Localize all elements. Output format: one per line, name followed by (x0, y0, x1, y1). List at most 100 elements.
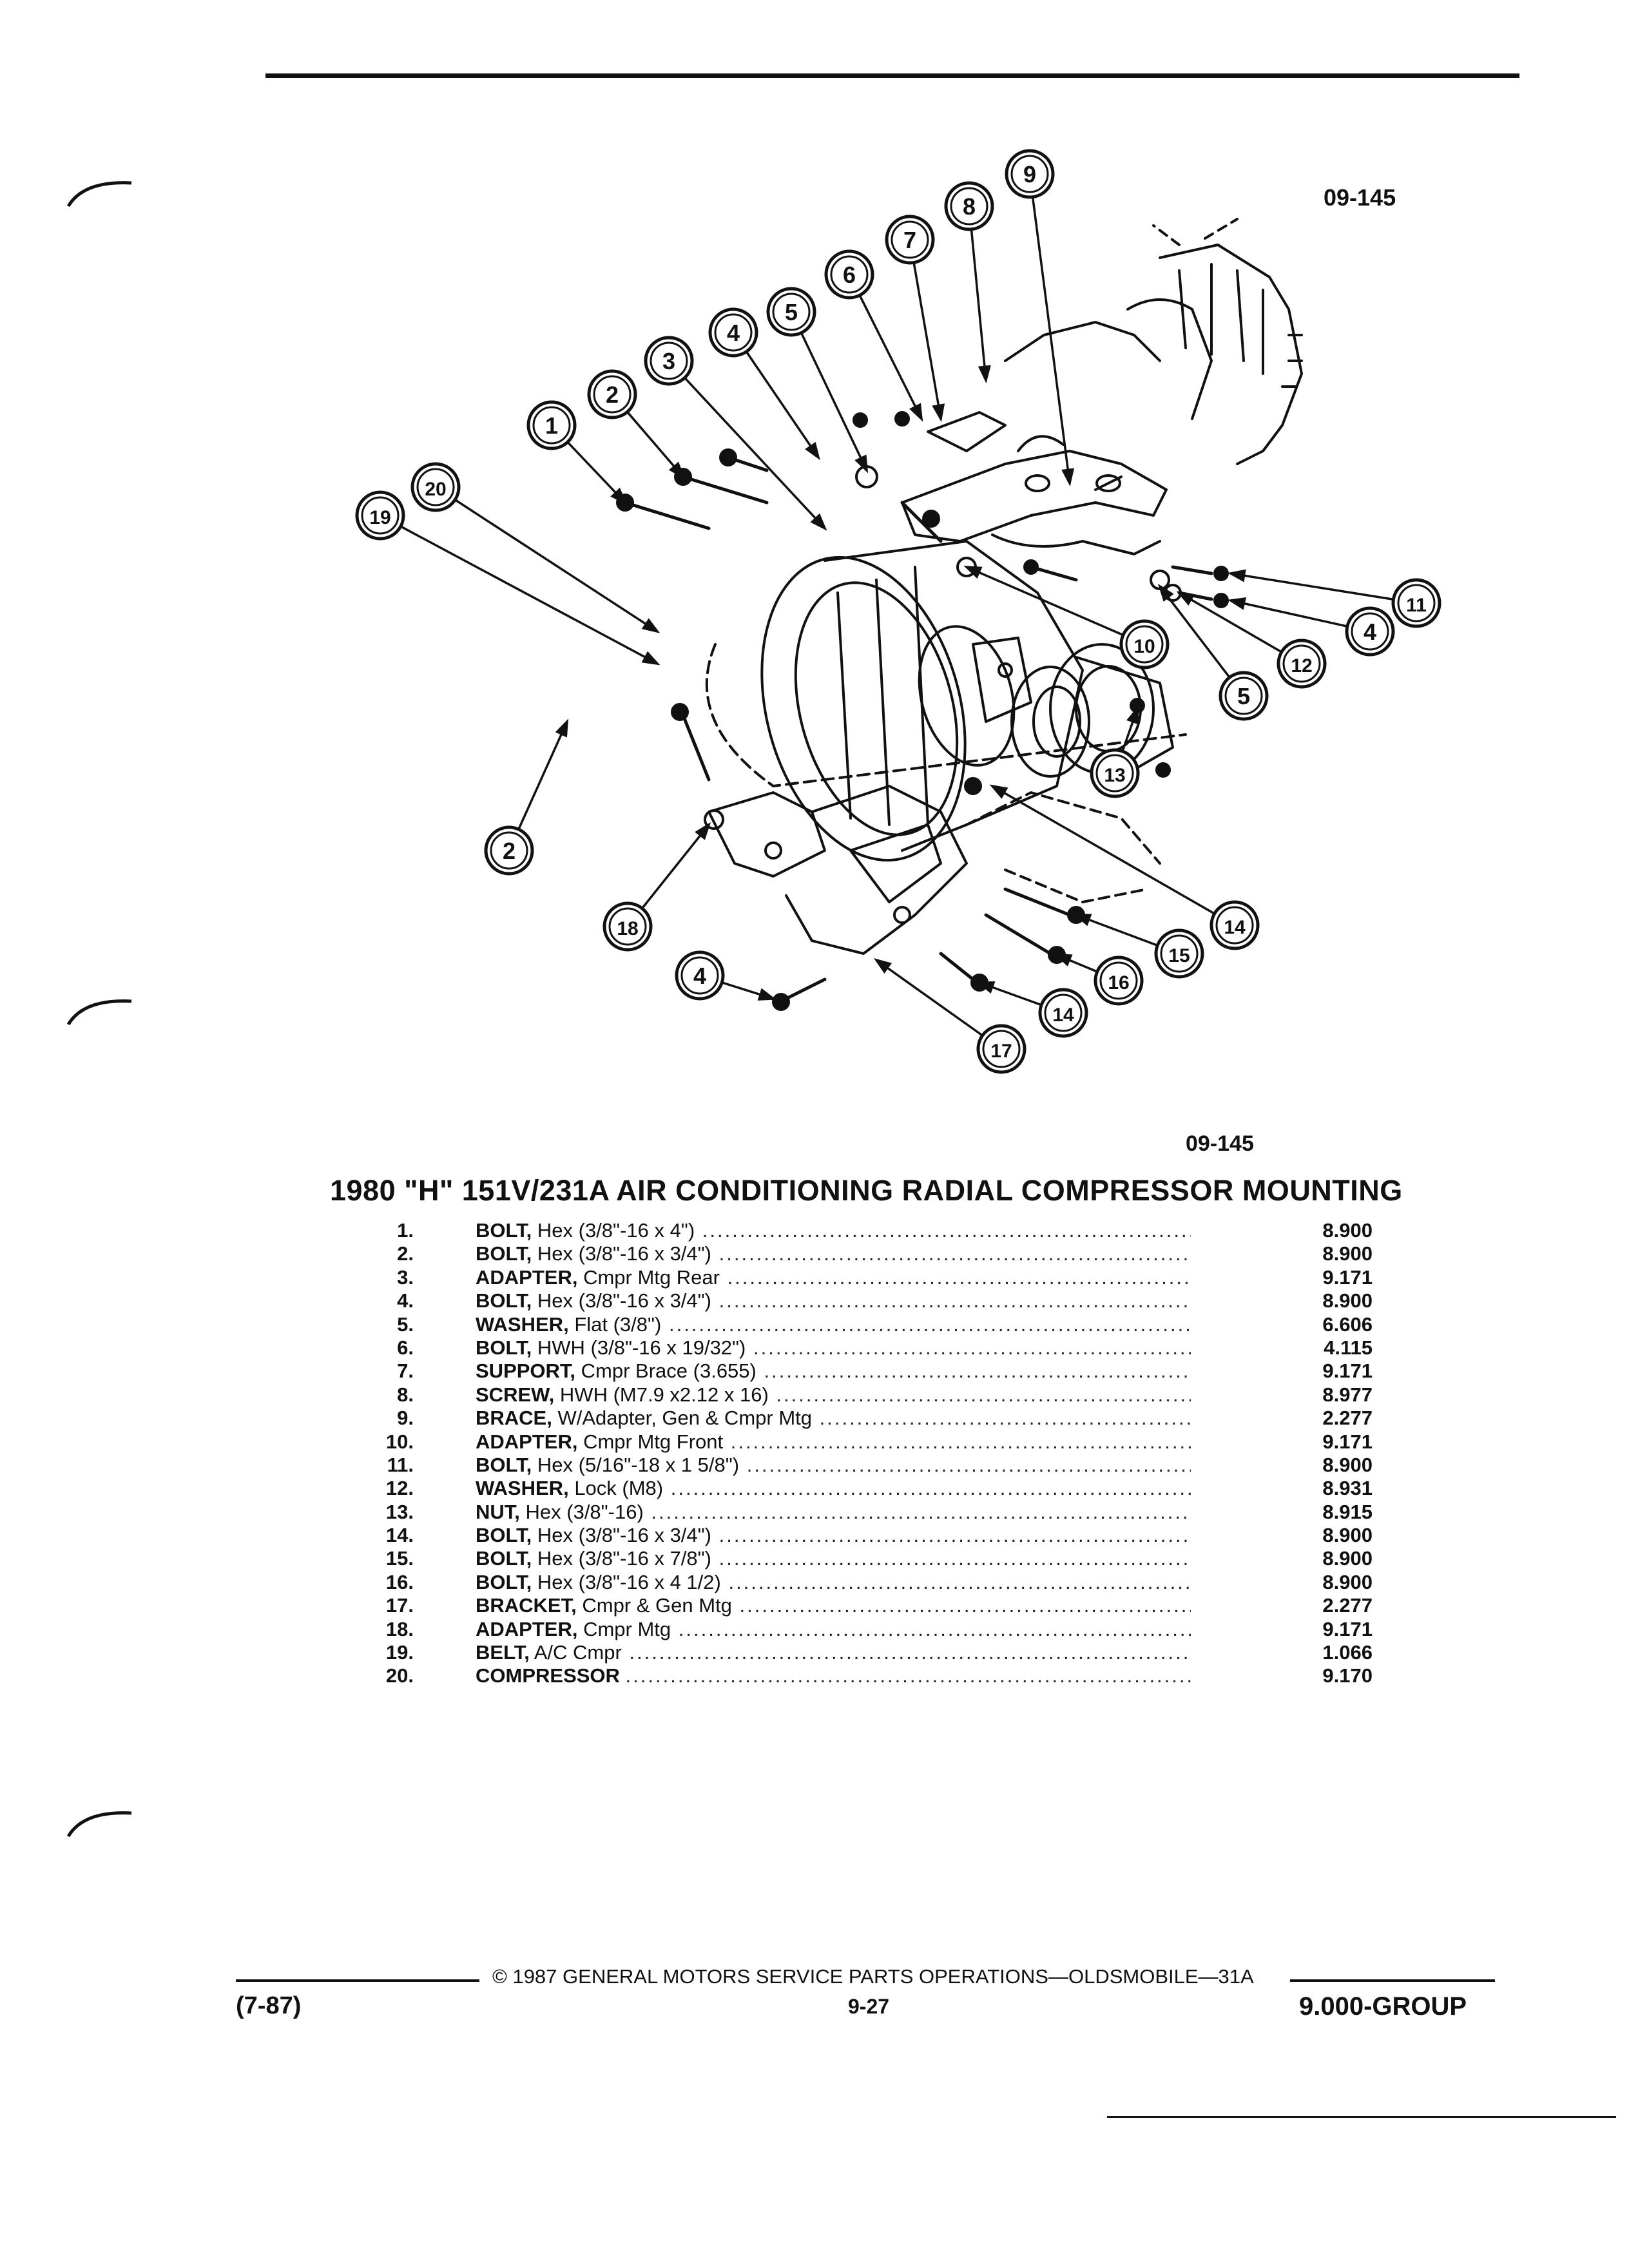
callout-bubble: 9 (1005, 149, 1055, 199)
callout-number: 7 (903, 227, 916, 253)
part-description: BOLT, Hex (3/8"-16 x 7/8") .............… (476, 1547, 1191, 1570)
callout-number: 13 (1104, 765, 1125, 786)
parts-list-row: 5. WASHER, Flat (3/8") ..................… (361, 1313, 1392, 1336)
belt (705, 643, 1187, 787)
callout-circle-outer (484, 825, 534, 876)
callout-number: 16 (1108, 972, 1129, 994)
parts-list-row: 18.ADAPTER, Cmpr Mtg ...................… (361, 1618, 1392, 1641)
part-name: ADAPTER, (476, 1617, 578, 1640)
part-description: ADAPTER, Cmpr Mtg Rear .................… (476, 1266, 1191, 1289)
callout-circle-outer (1090, 748, 1140, 798)
parts-list-row: 14.BOLT, Hex (3/8"-16 x 3/4") ..........… (361, 1524, 1392, 1547)
callout-arrowhead (1126, 706, 1139, 725)
callout-arrowhead (1227, 569, 1246, 582)
callout-bubble: 15 (1154, 928, 1204, 979)
part-group-number: 9.171 (1322, 1265, 1373, 1289)
part-number: 19. (385, 1641, 414, 1664)
callout-arrowhead (1228, 597, 1247, 610)
engine-block (1004, 218, 1303, 465)
callout-bubble: 14 (1210, 900, 1260, 950)
callout-number: 11 (1406, 595, 1427, 616)
callout-arrowhead (978, 365, 991, 384)
part-spec: W/Adapter, Gen & Cmpr Mtg (557, 1407, 812, 1430)
part-number: 13. (385, 1500, 414, 1523)
leader-dots: ........................................… (629, 1641, 1191, 1664)
callout-circle-inner (772, 293, 811, 331)
part-spec: HWH (M7.9 x2.12 x 16) (559, 1383, 769, 1406)
part-number: 4. (397, 1289, 414, 1312)
part-spec: Hex (5/16"-18 x 1 5/8") (537, 1453, 740, 1476)
part-name: BOLT, (476, 1242, 532, 1265)
leader-dots: ........................................… (670, 1477, 1191, 1500)
part-group-number: 8.900 (1322, 1289, 1373, 1312)
callout-number: 12 (1291, 655, 1312, 677)
parts-list-row: 10.ADAPTER, Cmpr Mtg Front .............… (361, 1430, 1392, 1454)
callout-circle-inner (1224, 677, 1263, 715)
part-description: BOLT, Hex (3/8"-16 x 4 1/2) ............… (476, 1571, 1191, 1594)
callout-circle-outer (410, 462, 461, 512)
callout-number: 5 (1237, 683, 1250, 709)
lower-bracket (704, 785, 1161, 955)
callout-circle-inner (1010, 155, 1049, 193)
callout-arrowhead (805, 441, 820, 461)
leader-dots: ........................................… (727, 1265, 1191, 1289)
callout-leader-line (858, 294, 923, 419)
callout-circle-outer (766, 287, 816, 337)
callout-circle-inner (1099, 961, 1138, 1000)
callout-arrowhead (989, 784, 1008, 799)
part-group-number: 8.900 (1322, 1570, 1373, 1593)
callout-leader-line (912, 262, 942, 419)
part-number: 5. (397, 1312, 414, 1336)
callout-arrowhead (932, 403, 945, 423)
callout-bubble: 5 (1219, 671, 1269, 721)
part-description: BOLT, HWH (3/8"-16 x 19/32") ...........… (476, 1336, 1191, 1360)
callout-leader-line (1159, 585, 1231, 678)
part-group-number: 2.277 (1322, 1407, 1373, 1430)
callout-number: 15 (1168, 945, 1190, 966)
callout-bubble: 6 (824, 249, 874, 300)
leader-dots: ........................................… (718, 1524, 1191, 1547)
callout-leader-line (970, 229, 987, 381)
part-spec: Hex (3/8"-16 x 3/4") (537, 1242, 711, 1265)
parts-list-row: 6.BOLT, HWH (3/8"-16 x 19/32") .........… (361, 1336, 1392, 1360)
callout-arrowhead (1073, 914, 1092, 927)
bolts (623, 456, 1213, 1001)
callout-leader-line (400, 525, 658, 665)
part-name: BOLT, (476, 1453, 532, 1476)
callout-bubble: 17 (976, 1024, 1027, 1074)
callout-bubble: 18 (602, 901, 653, 952)
part-number: 20. (385, 1664, 414, 1687)
callout-leader-line (992, 785, 1215, 915)
part-name: SCREW, (476, 1383, 555, 1406)
callout-bubble: 2 (484, 825, 534, 876)
callout-circle-inner (1282, 644, 1321, 683)
leader-dots: ........................................… (739, 1594, 1191, 1617)
part-group-number: 4.115 (1324, 1336, 1373, 1359)
part-description: WASHER, Flat (3/8") ....................… (476, 1313, 1191, 1336)
callout-number: 4 (1364, 619, 1376, 645)
callout-leader-line (1179, 591, 1282, 653)
callout-circle-inner (714, 313, 753, 352)
margin-mark-1 (66, 181, 132, 207)
part-description: NUT, Hex (3/8"-16) .....................… (476, 1501, 1191, 1524)
callout-arrowhead (641, 651, 660, 666)
leader-dots: ........................................… (746, 1453, 1191, 1476)
part-number: 1. (397, 1219, 414, 1242)
callout-arrowhead (610, 487, 628, 505)
callout-bubble: 8 (944, 181, 994, 231)
callout-arrowhead (757, 988, 776, 1001)
callout-bubble: 3 (644, 336, 694, 386)
callout-number: 20 (425, 479, 446, 500)
part-number: 15. (385, 1547, 414, 1570)
margin-mark-2 (66, 999, 132, 1026)
footer-rule-right (1290, 1979, 1495, 1982)
callout-circle-outer (708, 307, 758, 358)
leader-dots: ........................................… (702, 1219, 1191, 1242)
callout-bubble: 11 (1391, 578, 1441, 628)
callout-number: 19 (369, 507, 390, 528)
callout-arrowhead (695, 822, 711, 840)
callout-circle-outer (1038, 988, 1088, 1038)
callout-circle-inner (608, 907, 647, 946)
bolt-heads (616, 411, 1229, 1011)
part-spec: Hex (3/8"-16 x 3/4") (537, 1524, 711, 1547)
